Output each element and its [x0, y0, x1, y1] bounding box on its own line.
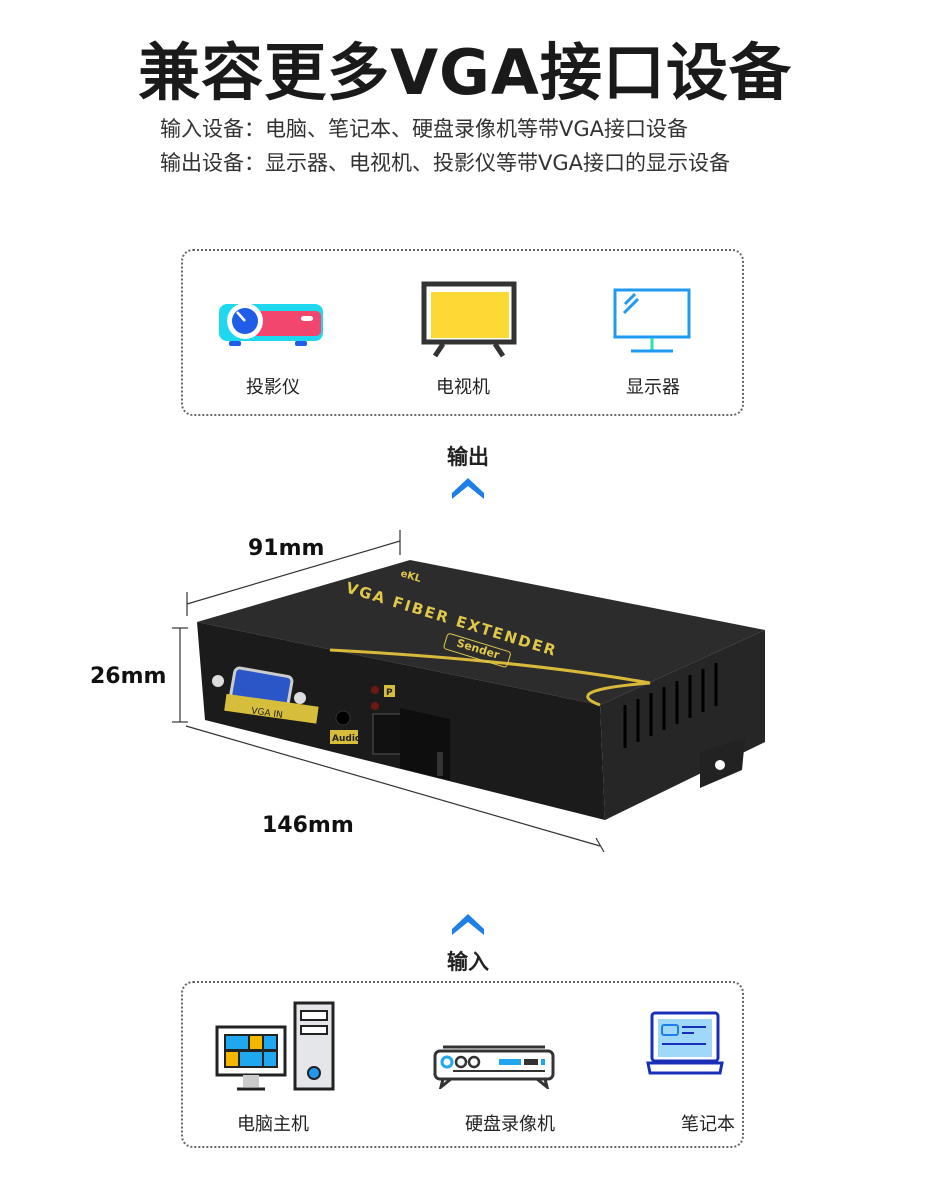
- height-dimension: 26mm: [90, 664, 166, 689]
- chevron-up-icon: [452, 478, 484, 499]
- page-title: 兼容更多VGA接口设备: [138, 36, 792, 109]
- input-devices-panel: 电脑主机 硬盘录像机 笔记本: [181, 981, 744, 1148]
- input-device-label: 硬盘录像机: [465, 1114, 555, 1135]
- audio-label: Audio: [332, 734, 361, 744]
- audio-jack: [335, 710, 351, 726]
- input-label: 输入: [447, 950, 489, 974]
- dimension-lines: [172, 530, 605, 853]
- output-devices-panel: 投影仪 电视机 显示器: [181, 249, 744, 416]
- vga-fiber-extender-device: eKL VGA FIBER EXTENDER Sender VGA IN Aud…: [90, 530, 765, 853]
- output-devices-description: 输出设备：显示器、电视机、投影仪等带VGA接口的显示设备: [160, 151, 731, 175]
- chevron-up-icon: [452, 914, 484, 935]
- fiber-port: [372, 713, 404, 755]
- led-label: P: [386, 688, 393, 698]
- input-device-dvr: 硬盘录像机: [428, 983, 588, 1143]
- laptop-icon: [646, 1011, 724, 1075]
- input-device-laptop: 笔记本: [608, 983, 768, 1143]
- output-device-label: 显示器: [626, 377, 680, 398]
- width-dimension: 91mm: [248, 536, 324, 561]
- output-device-label: 电视机: [436, 377, 490, 398]
- input-device-desktop: 电脑主机: [183, 983, 343, 1143]
- output-device-projector: 投影仪: [193, 251, 353, 411]
- output-device-monitor: 显示器: [573, 251, 733, 411]
- monitor-icon: [613, 288, 691, 353]
- desktop-pc-icon: [215, 1001, 335, 1091]
- input-device-label: 电脑主机: [237, 1114, 309, 1135]
- output-label: 输出: [447, 445, 489, 469]
- input-device-label: 笔记本: [681, 1114, 735, 1135]
- tv-icon: [421, 281, 517, 358]
- vga-port-label: VGA IN: [251, 706, 284, 720]
- input-devices-description: 输入设备：电脑、笔记本、硬盘录像机等带VGA接口设备: [160, 117, 689, 141]
- output-device-label: 投影仪: [246, 377, 300, 398]
- dvr-icon: [433, 1045, 555, 1089]
- output-device-tv: 电视机: [383, 251, 543, 411]
- projector-icon: [219, 303, 323, 346]
- length-dimension: 146mm: [262, 813, 354, 838]
